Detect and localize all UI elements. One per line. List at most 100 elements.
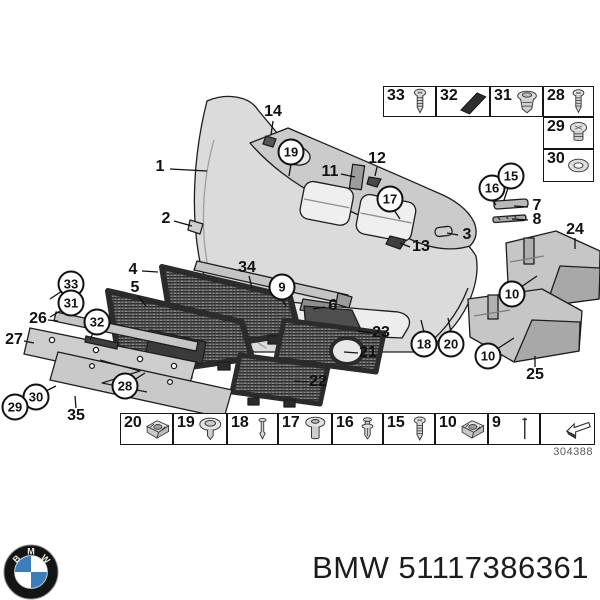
part-number-label: 32 (440, 87, 458, 104)
leader-line-10 (520, 275, 538, 288)
grid-cell-33: 33 (383, 86, 436, 117)
pin-icon (511, 414, 539, 444)
leader-line-35 (74, 395, 77, 409)
part-22-center-grille (229, 352, 331, 408)
part-number-label: 30 (547, 150, 565, 167)
leader-line-12 (374, 166, 378, 177)
callout-5: 5 (130, 279, 140, 296)
callout-35: 35 (67, 407, 85, 424)
leader-line-4 (141, 270, 159, 273)
fastener-cell-16: 16 (332, 413, 383, 445)
bmw-roundel-logo: B M W (3, 544, 59, 600)
part-number-label: 31 (494, 87, 512, 104)
callout-15: 15 (497, 162, 525, 190)
part-number-label: 29 (547, 118, 565, 135)
leader-line-3 (446, 232, 459, 236)
part-8-strip (492, 214, 527, 224)
leader-line-6 (312, 306, 326, 310)
part-25-bracket (467, 288, 583, 363)
part-32-adhesive-strip (84, 335, 119, 350)
part-number-label: 10 (439, 414, 457, 431)
leader-line-8 (511, 218, 529, 221)
fastener-cell-17: 17 (278, 413, 332, 445)
callout-21: 21 (359, 344, 377, 361)
leader-line-22 (293, 380, 309, 383)
part-2-cover (187, 219, 204, 235)
leader-line-14 (270, 120, 274, 136)
fastener-cell-arrow (540, 413, 595, 445)
callout-14: 14 (264, 103, 282, 120)
leader-line-13 (399, 242, 411, 248)
callout-6: 6 (328, 297, 338, 314)
part-21-fog-grille (273, 317, 387, 375)
part-13-wedge (385, 235, 407, 250)
logo-quadrant-blue (31, 572, 47, 588)
grid-cell-29: 29 (543, 117, 594, 149)
callout-25: 25 (526, 366, 544, 383)
fastener-cell-9: 9 (488, 413, 540, 445)
callout-10: 10 (498, 280, 526, 308)
leader-line-23 (357, 330, 373, 334)
leader-line-10 (496, 337, 515, 350)
leader-line-20 (447, 317, 452, 333)
part-number-label: 33 (387, 87, 405, 104)
leader-line-2 (173, 220, 193, 227)
part-number-label: 20 (124, 414, 142, 431)
callout-17: 17 (376, 185, 404, 213)
short-screw-icon (565, 118, 592, 148)
fastener-cell-19: 19 (173, 413, 227, 445)
fastener-cell-20: 20 (120, 413, 173, 445)
callout-9: 9 (268, 273, 296, 301)
pin-rivet-icon (249, 414, 276, 444)
part-number-label: 16 (336, 414, 354, 431)
leader-line-18 (420, 319, 425, 333)
grommet-icon (196, 414, 225, 444)
grid-cell-31: 31 (490, 86, 543, 117)
callout-31: 31 (57, 289, 85, 317)
part-number-label: 9 (492, 414, 501, 431)
leader-line-11 (340, 173, 356, 178)
leader-line-1 (169, 168, 208, 172)
callout-19: 19 (277, 138, 305, 166)
grid-cell-28: 28 (543, 86, 594, 117)
figure-number: 304388 (553, 446, 593, 458)
callout-10: 10 (474, 342, 502, 370)
leader-line-26 (47, 319, 59, 322)
leader-line-7 (513, 205, 529, 208)
part-12-clip (366, 176, 382, 188)
callout-7: 7 (532, 197, 542, 214)
callout-26: 26 (29, 310, 47, 327)
callout-20: 20 (437, 330, 465, 358)
callout-32: 32 (83, 308, 111, 336)
callout-2: 2 (161, 210, 171, 227)
fastener-cell-15: 15 (383, 413, 435, 445)
part-14-clip (262, 135, 277, 148)
cage-nut-icon (458, 414, 486, 444)
callout-23: 23 (372, 324, 390, 341)
screw-icon (565, 87, 592, 116)
callout-4: 4 (128, 261, 138, 278)
foam-strip-icon (459, 87, 488, 116)
fastener-cell-10: 10 (435, 413, 488, 445)
callout-8: 8 (532, 211, 542, 228)
callout-24: 24 (566, 221, 584, 238)
callout-34: 34 (238, 259, 256, 276)
screw-icon (406, 414, 434, 444)
leader-line-21 (343, 351, 359, 354)
logo-letter-m: M (27, 547, 35, 557)
washer-icon (565, 150, 592, 181)
logo-quadrant-blue (15, 556, 31, 572)
leader-line-15 (503, 187, 509, 201)
callout-1: 1 (155, 158, 165, 175)
part-number-label: 19 (177, 414, 195, 431)
flat-rivet-icon (301, 414, 330, 444)
callout-3: 3 (462, 226, 472, 243)
part-number-label: 17 (282, 414, 300, 431)
leader-line-19 (288, 163, 292, 177)
leader-line-27 (23, 340, 35, 344)
screw-icon (406, 87, 434, 116)
